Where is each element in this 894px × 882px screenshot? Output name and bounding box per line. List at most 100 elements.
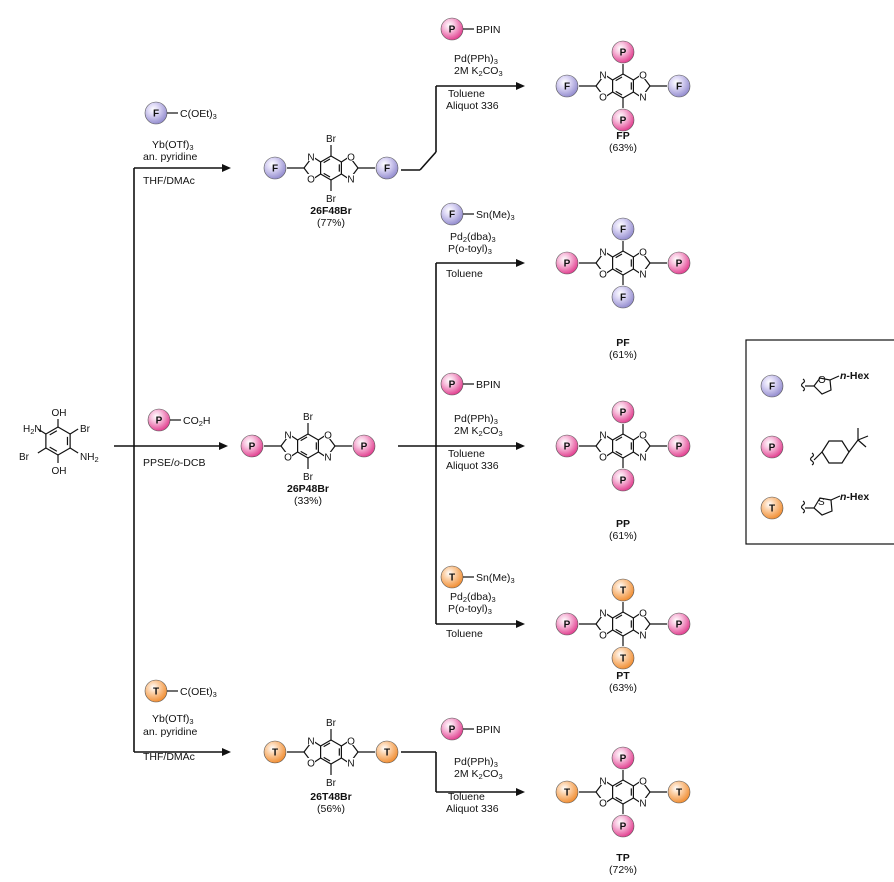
tp-conditions-additive-part: Aliquot 336 [446, 803, 499, 815]
fp-conditions-solvent: Toluene [448, 88, 485, 100]
t-ball-letter: T [676, 788, 682, 799]
fp-conditions-ball-icon: P [440, 17, 464, 41]
atom-bg [639, 430, 647, 439]
ring-bond [612, 73, 624, 81]
product-PP-yield: (61%) [609, 530, 637, 542]
pf-conditions-ball-icon: F [440, 202, 464, 226]
ring-bond [595, 254, 603, 264]
bottom-route-base: an. pyridine [143, 726, 197, 738]
ring-bond [57, 426, 71, 435]
intermediate-26T48Br-name: 26T48Br [310, 791, 351, 803]
sub-bond [37, 447, 47, 454]
pf-conditions-reagent-group-part: 3 [510, 213, 514, 222]
p-ball-letter: P [249, 442, 256, 453]
ring-bond [595, 615, 603, 625]
atom-bg [347, 174, 355, 183]
p-sphere [667, 434, 691, 458]
pf-conditions-solvent: Toluene [446, 268, 483, 280]
fp-conditions-base-part: 3 [498, 69, 502, 78]
bromo-label: Br [326, 718, 337, 729]
ring-double-bond [615, 90, 623, 96]
atom-bg [324, 452, 332, 461]
product-TP-top-ball-icon: P [611, 746, 635, 770]
bottom-route-solvent: THF/DMAc [143, 751, 195, 763]
pp-conditions-base: 2M K2CO3 [454, 425, 503, 438]
fp-conditions-base-part: CO [483, 65, 499, 77]
legend-t-ball-icon: T [760, 496, 784, 520]
pp-conditions-catalyst-part: 3 [494, 417, 498, 426]
ring-bond [328, 437, 336, 447]
p-sphere [611, 40, 635, 64]
p-sphere [555, 251, 579, 275]
ring-bond [643, 254, 651, 264]
atom-N: N [599, 71, 606, 82]
tp-conditions-reagent-group: BPIN [476, 724, 501, 736]
pf-conditions-reagent-group-part: Sn(Me) [476, 209, 510, 221]
product-PT-right-ball-icon: P [667, 612, 691, 636]
pf-conditions-catalyst-part: (dba) [467, 231, 492, 243]
sub-bond [69, 428, 79, 435]
atom-bg [639, 452, 647, 461]
legend-t-hex-label: n-Hex [840, 491, 869, 503]
top-route-arrow-head [222, 164, 231, 172]
atom-N: N [347, 759, 354, 770]
bromo-label: Br [326, 194, 337, 205]
t-ball-letter: T [769, 504, 775, 515]
t-ball-letter: T [449, 573, 455, 584]
pp-conditions-additive-part: Aliquot 336 [446, 460, 499, 472]
intermediate-26P48Br-name: 26P48Br [287, 483, 329, 495]
ring-double-bond [300, 436, 308, 442]
ring-bond [622, 91, 634, 99]
ring-bond [45, 426, 59, 435]
ring-bond [612, 250, 624, 258]
ring-bond [612, 797, 624, 805]
ring-double-bond [300, 450, 308, 456]
ring-bond [330, 173, 342, 181]
ring-bond [643, 77, 651, 87]
atom-N: N [284, 431, 291, 442]
atom-O: O [599, 93, 607, 104]
ring-double-bond [615, 614, 623, 620]
br-left-label-part: Br [19, 452, 30, 463]
product-PP-name: PP [616, 518, 630, 530]
ring-bond [622, 629, 634, 637]
f-ball-letter: F [449, 210, 455, 221]
bromo-label: Br [326, 134, 337, 145]
t-ball-letter: T [153, 687, 159, 698]
tp-conditions-base-part: 2 [479, 772, 483, 781]
f-sphere [667, 74, 691, 98]
bromo-label: Br [326, 778, 337, 789]
fp-conditions-base-part: 2M K [454, 65, 479, 77]
bottom-route-catalyst: Yb(OTf)3 [152, 713, 194, 726]
product-PT-yield: (63%) [609, 682, 637, 694]
atom-bg [347, 736, 355, 745]
br-right-label: Br [80, 424, 91, 435]
intermediate-26T48Br-right-ball-icon: T [375, 740, 399, 764]
ring-bond [320, 155, 332, 163]
pf-arrow-head [516, 259, 525, 267]
ring-bond [622, 779, 634, 787]
ring-bond [595, 437, 603, 447]
tbu-bond [857, 435, 869, 441]
atom-bg [599, 452, 607, 461]
atom-N: N [307, 737, 314, 748]
middle-route-conditions-part: PPSE/ [143, 457, 174, 469]
product-PP-left-ball-icon: P [555, 434, 579, 458]
pp-conditions-catalyst-part: Pd(PPh) [454, 413, 494, 425]
pp-conditions-ball-icon: P [440, 372, 464, 396]
fp-conditions-additive-part: Aliquot 336 [446, 100, 499, 112]
ring-bond [643, 437, 651, 447]
atom-bg [599, 269, 607, 278]
atom-bg [599, 70, 607, 79]
bromo-label: Br [303, 412, 314, 423]
p-ball-letter: P [449, 380, 456, 391]
bottom-route-reagent-group-part: 3 [213, 690, 217, 699]
fp-conditions-catalyst-part: Pd(PPh) [454, 53, 494, 65]
top-route-solvent-part: THF/DMAc [143, 175, 195, 187]
ring-bond [622, 797, 634, 805]
ring-bond [612, 611, 624, 619]
